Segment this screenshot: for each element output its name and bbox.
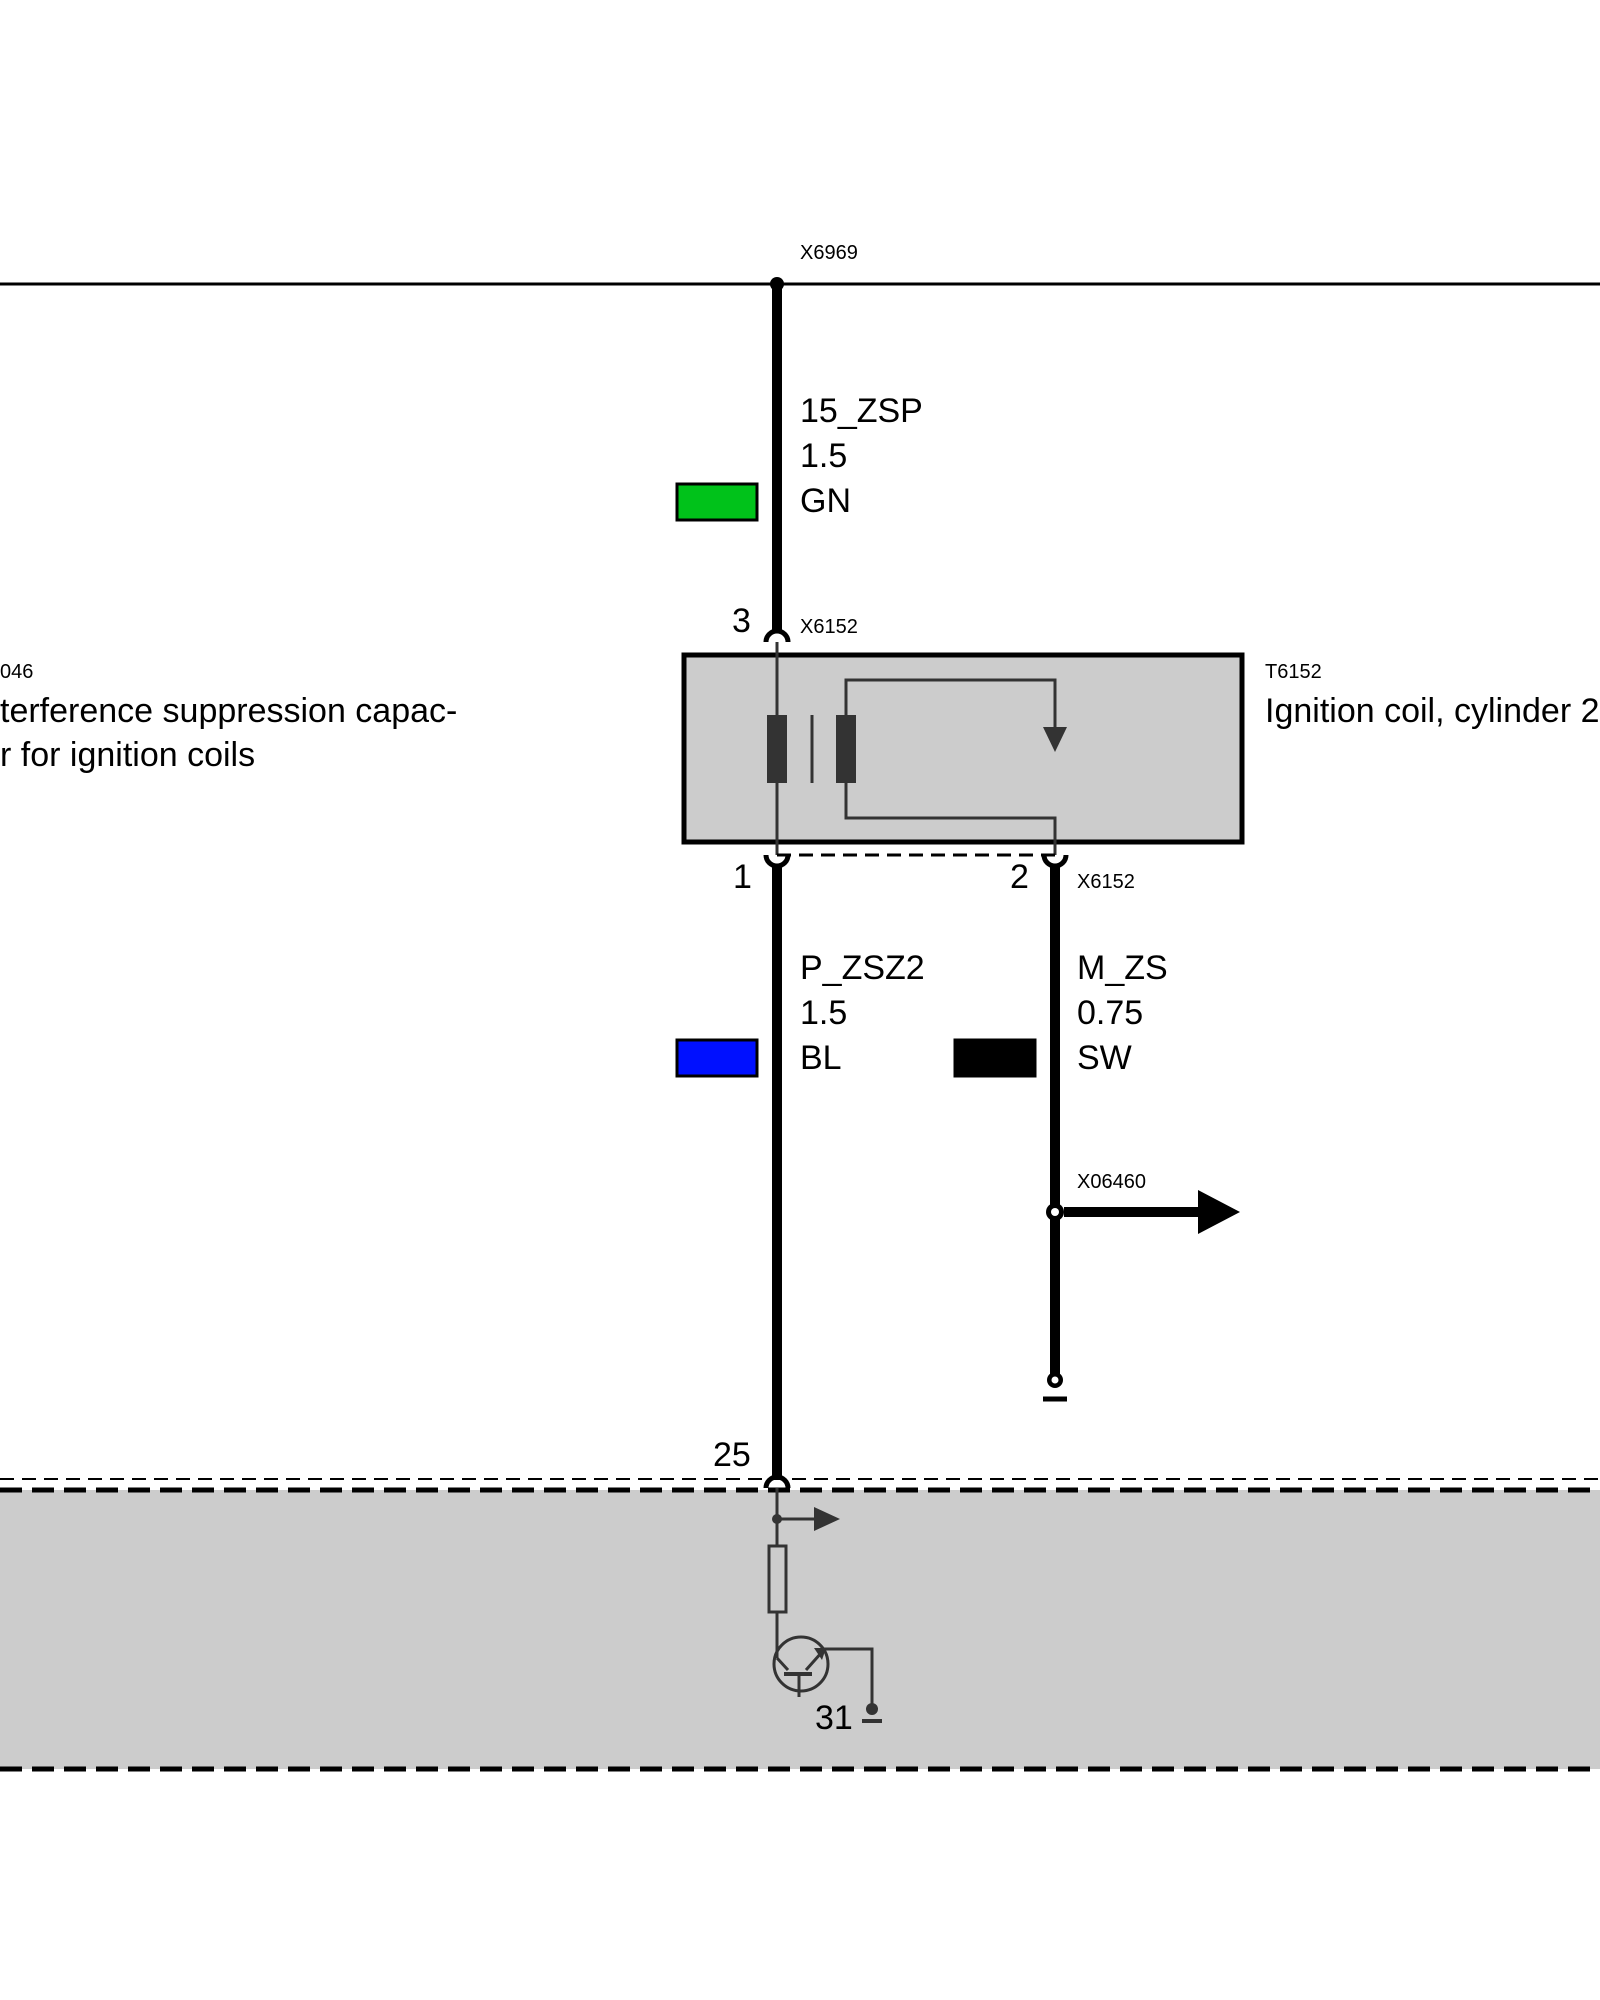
wire-top-signal: 15_ZSP (800, 392, 923, 430)
connector-top-label: X6969 (800, 242, 858, 264)
component-right-name: Ignition coil, cylinder 2 (1265, 692, 1600, 730)
connector-ground-split-label: X06460 (1077, 1171, 1146, 1193)
pin-coil-top: 3 (732, 602, 751, 640)
connector-coil-top-label: X6152 (800, 616, 858, 638)
wire-left-signal: P_ZSZ2 (800, 949, 925, 987)
coil-primary-winding (767, 715, 787, 783)
ecu-ground-dot (866, 1703, 878, 1715)
wire-left-color-swatch (675, 1038, 759, 1078)
transistor-icon (772, 1635, 830, 1693)
transistor-emitter-arrow-icon (814, 1648, 826, 1660)
coil-secondary-upper-lead (844, 678, 1057, 728)
transistor-base (775, 1656, 790, 1672)
connector-coil-bottom-label: X6152 (1077, 871, 1135, 893)
ecu-area (0, 1490, 1600, 1769)
coil-top-pin-terminal (763, 628, 791, 643)
wire-top-color-code: GN (800, 482, 851, 520)
pin-ground: 31 (815, 1699, 853, 1737)
wire-right-signal: M_ZS (1077, 949, 1168, 987)
signal-arrow-icon (814, 1507, 840, 1531)
coil-secondary-winding (836, 715, 856, 783)
coil-secondary-lower-lead (844, 783, 1057, 855)
wire-right-size: 0.75 (1077, 994, 1143, 1032)
wire-right-color-swatch (953, 1038, 1037, 1078)
ecu-pin-terminal (763, 1474, 791, 1489)
wire-right-color-code: SW (1077, 1039, 1132, 1077)
ground-terminal-dot-inner (1051, 1376, 1059, 1384)
coil-left-pin-terminal (763, 854, 791, 869)
component-left-name-line1: terference suppression capac- (0, 692, 457, 730)
pin-coil-right: 2 (1010, 858, 1029, 896)
pin-coil-left: 1 (733, 858, 752, 896)
coil-right-pin-terminal (1041, 854, 1069, 869)
pin-ecu: 25 (713, 1436, 751, 1474)
continuation-arrow-icon (1198, 1190, 1240, 1234)
component-right-code: T6152 (1265, 661, 1322, 683)
spark-output-arrow-icon (1043, 727, 1067, 752)
transistor-ground-lead (822, 1647, 874, 1706)
component-left-name-line2: r for ignition coils (0, 736, 255, 774)
wire-left-color-code: BL (800, 1039, 842, 1077)
component-left-code: 046 (0, 661, 33, 683)
ground-split-dot-inner (1051, 1208, 1059, 1216)
wire-top-size: 1.5 (800, 437, 847, 475)
wire-left-size: 1.5 (800, 994, 847, 1032)
wire-top-color-swatch (675, 482, 759, 522)
